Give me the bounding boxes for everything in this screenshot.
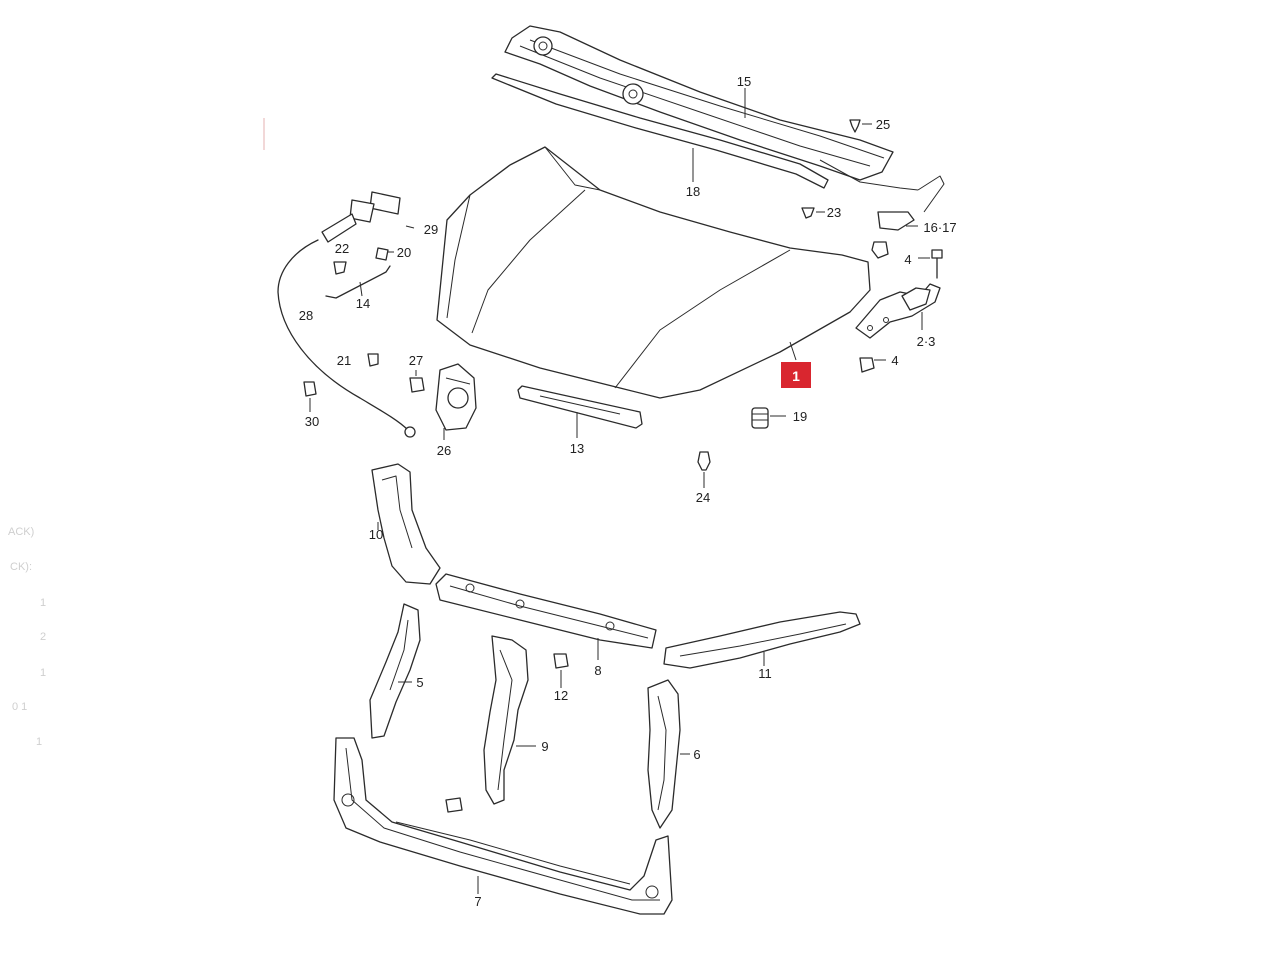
bumper-stop-19 (751, 407, 786, 429)
edge-fragment: 2 (40, 631, 46, 643)
callout-26: 26 (437, 443, 451, 458)
latch-rod-14 (325, 247, 394, 299)
clip-25 (849, 119, 872, 133)
callout-22: 22 (335, 241, 349, 256)
hood-support-16-17 (871, 211, 918, 259)
callout-19: 19 (793, 409, 807, 424)
edge-fragment: ACK) (8, 526, 34, 538)
edge-fragment: 1 (40, 597, 46, 609)
callout-20: 20 (397, 245, 411, 260)
callout-30: 30 (305, 414, 319, 429)
callout-15: 15 (737, 74, 751, 89)
callout-10: 10 (369, 527, 383, 542)
support-9 (483, 635, 536, 805)
side-member-11 (663, 611, 861, 669)
hood-bracket-13 (517, 385, 643, 438)
callout-24: 24 (696, 490, 710, 505)
callout-16-17: 16·17 (923, 220, 956, 235)
page-edge-fragments: ACK) CK): 1 2 1 0 1 1 (8, 118, 265, 748)
edge-fragment: 1 (40, 667, 46, 679)
bolt-4-upper (918, 249, 943, 279)
clip-24 (697, 451, 711, 488)
support-bracket-5 (369, 603, 421, 739)
callout-5: 5 (416, 675, 423, 690)
clip-23 (801, 207, 825, 219)
lower-crossmember-7 (333, 737, 673, 915)
highlighted-callout-box (781, 362, 811, 388)
callout-1: 1 (792, 368, 800, 384)
callout-2-3: 2·3 (917, 334, 936, 349)
callout-18: 18 (686, 184, 700, 199)
callout-7: 7 (474, 894, 481, 909)
callout-4-upper: 4 (904, 252, 911, 267)
callout-11: 11 (758, 666, 772, 681)
cowl-panel-part (504, 25, 945, 213)
hood-part (436, 146, 871, 399)
callout-27: 27 (409, 353, 423, 368)
callout-4-lower: 4 (891, 353, 898, 368)
edge-fragment: 0 1 (12, 701, 27, 713)
callout-14: 14 (356, 296, 370, 311)
callout-23: 23 (827, 205, 841, 220)
support-bracket-6 (647, 679, 690, 829)
bolt-12 (553, 653, 569, 688)
hood-seal-part (491, 73, 829, 189)
callout-9: 9 (541, 739, 548, 754)
radiator-support-side-10 (371, 463, 441, 585)
callout-29: 29 (424, 222, 438, 237)
edge-fragment: CK): (10, 561, 32, 573)
hood-hinge-part (855, 283, 941, 339)
callout-labels: 1 2·3 4 4 5 6 7 8 9 10 11 12 13 14 15 16… (299, 74, 957, 909)
callout-13: 13 (570, 441, 584, 456)
bolt-4-lower (859, 357, 886, 373)
callout-25: 25 (876, 117, 890, 132)
edge-fragment: 1 (36, 736, 42, 748)
clip-30 (303, 381, 317, 412)
hood-release-cable-part (277, 191, 416, 438)
callout-21: 21 (337, 353, 351, 368)
callout-28: 28 (299, 308, 313, 323)
bolt-27 (409, 370, 425, 393)
bolt-lower (445, 797, 463, 813)
callout-8: 8 (594, 663, 601, 678)
radiator-upper-support-8 (435, 573, 657, 660)
hood-latch-26 (435, 363, 477, 440)
callout-6: 6 (693, 747, 700, 762)
clip-21 (367, 353, 379, 367)
callout-12: 12 (554, 688, 568, 703)
